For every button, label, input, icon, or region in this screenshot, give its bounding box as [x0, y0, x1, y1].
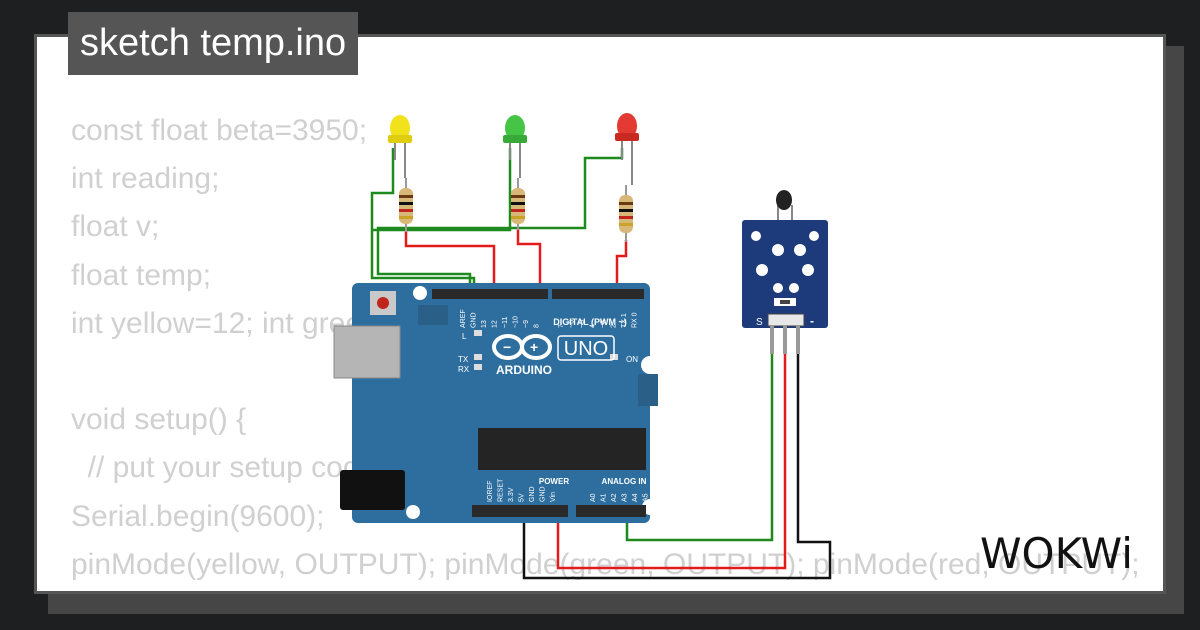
pin-label: A3 — [622, 493, 629, 502]
code-line: int reading; — [71, 162, 220, 196]
analog-label: ANALOG IN — [602, 477, 647, 486]
led-green[interactable] — [503, 115, 527, 178]
led-rx — [474, 364, 482, 370]
code-line: void setup() { — [71, 403, 247, 437]
pin-label: 5V — [519, 493, 526, 502]
code-line: float temp; — [71, 258, 212, 292]
pin-label: ~5 — [579, 320, 586, 328]
wire-sensor-signal — [625, 330, 774, 542]
ntc-temperature-sensor[interactable]: S - — [742, 190, 828, 354]
sensor-pin-minus: - — [810, 314, 814, 328]
code-line: float v; — [71, 210, 160, 244]
wire-yellow-gnd — [370, 148, 476, 298]
pin-label: GND — [471, 312, 478, 328]
code-line: Serial.begin(9600); — [71, 499, 325, 533]
resistor-yellow[interactable] — [399, 178, 413, 232]
uno-box — [557, 335, 615, 361]
arduino-logo-icon — [492, 334, 552, 360]
resistor-red[interactable] — [619, 185, 633, 242]
pin-label: 12 — [492, 320, 499, 328]
wire-red-pin2 — [615, 240, 628, 298]
reset-button-cap[interactable] — [377, 297, 389, 309]
led-on-label: ON — [626, 355, 638, 364]
led-l-label: L — [462, 332, 467, 341]
pin-label: Vin — [550, 492, 557, 502]
pin-label: 3.3V — [508, 487, 515, 502]
logo-plus: + — [530, 339, 538, 355]
mount-hole — [641, 356, 659, 374]
led-yellow[interactable] — [388, 115, 412, 178]
wire-sensor-gnd — [522, 330, 832, 580]
wire-green-pin8 — [516, 228, 542, 298]
resistor-green[interactable] — [511, 178, 525, 230]
analog-header — [576, 505, 646, 517]
pin-label: A1 — [601, 493, 608, 502]
pin-label: A2 — [611, 493, 618, 502]
pin-label: 7 — [558, 324, 565, 328]
pin-label: 2 — [611, 324, 618, 328]
thermistor — [776, 190, 792, 210]
brand-wordmark: WOKWi — [980, 529, 1133, 578]
pin-label: RESET — [498, 478, 505, 502]
pin-label: ~3 — [600, 320, 607, 328]
wire-yellow-pin12 — [404, 230, 496, 298]
digital-header-left — [432, 289, 548, 299]
wire-sensor-vcc — [556, 330, 787, 570]
power-header — [472, 505, 568, 517]
board-model: UNO — [564, 338, 608, 360]
pin-label: A4 — [632, 493, 639, 502]
pin-label: AREF — [460, 309, 467, 328]
sensor-pin-s: S — [756, 317, 763, 328]
pin-label: 13 — [481, 320, 488, 328]
wire-green-gnd — [372, 148, 512, 232]
pin-label: RX 0 — [632, 312, 639, 328]
power-label: POWER — [539, 477, 569, 486]
icsp-header — [418, 305, 448, 325]
led-tx-label: TX — [458, 355, 469, 364]
digital-header-label: DIGITAL (PWM ~) — [553, 317, 626, 327]
led-l — [474, 330, 482, 336]
atmega-chip — [478, 428, 646, 470]
wokwi-logo: WOKWi — [980, 529, 1133, 578]
pin-label: ~9 — [523, 320, 530, 328]
pin-label: GND — [540, 486, 547, 502]
pin-label: 4 — [590, 324, 597, 328]
logo-minus: − — [503, 339, 511, 355]
code-line: pinMode(yellow, OUTPUT); pinMode(green, … — [71, 547, 1140, 581]
led-tx — [474, 354, 482, 360]
icsp-header-2 — [638, 374, 658, 406]
pin-label: TX 1 — [621, 313, 628, 328]
usb-port — [333, 325, 401, 379]
power-jack — [340, 470, 405, 510]
code-background: const float beta=3950; int reading; float … — [71, 107, 1140, 589]
mount-hole — [413, 286, 427, 300]
mount-hole — [406, 505, 420, 519]
pin-label: IOREF — [487, 481, 494, 502]
arduino-uno-board[interactable]: − + UNO ARDUINO DIGITAL (PWM ~) POWER AN… — [333, 283, 659, 523]
pin-label: A5 — [643, 493, 650, 502]
digital-header-right — [552, 289, 644, 299]
pin-label: A0 — [590, 493, 597, 502]
sensor-pcb — [742, 220, 828, 328]
pin-label: 8 — [534, 324, 541, 328]
led-red[interactable] — [615, 113, 639, 185]
wire-red-gnd — [376, 148, 624, 298]
pin-label: GND — [529, 486, 536, 502]
pin-label: ~10 — [513, 316, 520, 328]
pin-label: ~11 — [502, 317, 509, 328]
pin-label: ~6 — [569, 320, 576, 328]
project-title: sketch temp.ino — [68, 12, 359, 75]
board-maker: ARDUINO — [496, 363, 552, 377]
code-line: const float beta=3950; — [71, 114, 368, 147]
led-rx-label: RX — [458, 365, 470, 374]
